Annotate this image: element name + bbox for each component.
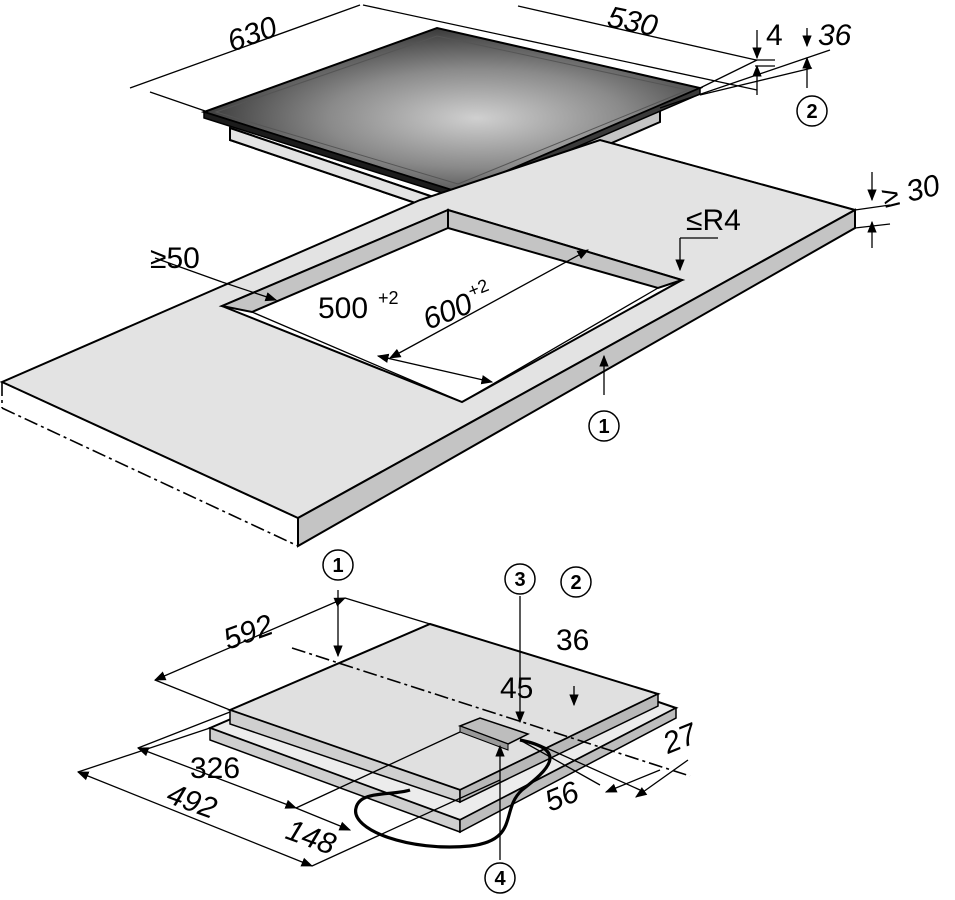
dim-148-label: 148 [282, 814, 341, 862]
worktop-dimensions [154, 172, 891, 395]
glass-thickness-label: 4 [766, 19, 783, 52]
svg-text:1: 1 [598, 416, 609, 438]
marker-4-underside: 4 [484, 862, 516, 894]
height-36-label: 36 [556, 624, 589, 657]
hob-height-label: 36 [818, 19, 852, 52]
marker-1-worktop: 1 [588, 410, 620, 442]
svg-text:3: 3 [514, 569, 525, 591]
svg-text:2: 2 [570, 572, 581, 594]
svg-text:+2: +2 [378, 288, 399, 308]
marker-3-underside: 3 [504, 563, 536, 595]
marker-1-underside: 1 [322, 549, 354, 581]
hob-width-label: 630 [223, 10, 282, 58]
svg-text:1: 1 [332, 555, 343, 577]
marker-2-top: 2 [796, 95, 828, 127]
svg-text:4: 4 [494, 868, 506, 890]
svg-text:500: 500 [318, 292, 368, 325]
underside-width-label: 592 [219, 608, 278, 656]
marker-2-underside: 2 [560, 566, 592, 598]
front-distance-label: ≥50 [150, 242, 200, 275]
underside-dimensions [76, 590, 691, 867]
power-cable [354, 738, 552, 849]
height-45-label: 45 [500, 672, 533, 705]
svg-text:2: 2 [806, 101, 817, 123]
worktop-thickness-label: ≥ 30 [879, 169, 944, 215]
corner-radius-label: ≤R4 [686, 204, 741, 237]
hob-underside-view [207, 622, 679, 849]
hob-dimensions [129, 4, 831, 113]
cutout-depth-label: 500 +2 [318, 288, 399, 325]
hob-depth-label: 530 [605, 1, 661, 44]
dim-326-label: 326 [190, 752, 240, 785]
worktop [0, 138, 858, 548]
